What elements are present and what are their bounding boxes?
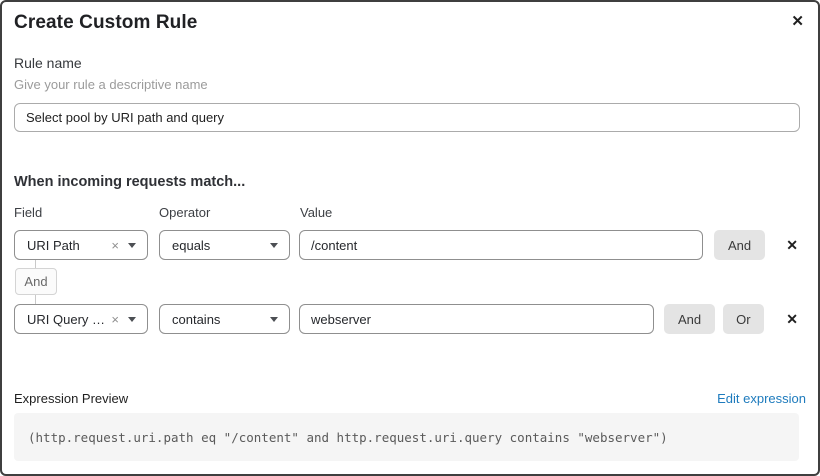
expression-preview-header: Expression Preview Edit expression	[14, 391, 806, 406]
dialog-header: Create Custom Rule ✕	[14, 12, 806, 34]
chevron-down-icon	[270, 242, 278, 248]
add-and-condition-button-2[interactable]: And	[664, 304, 716, 334]
operator-select-2[interactable]: contains	[159, 304, 290, 334]
delete-row-icon-2[interactable]: ✕	[786, 311, 798, 327]
rule-name-helper-text: Give your rule a descriptive name	[14, 77, 208, 92]
field-select-1-value: URI Path	[27, 237, 80, 253]
condition-connector: And	[14, 260, 74, 304]
clear-icon[interactable]: ×	[111, 237, 119, 253]
condition-column-labels: Field Operator Value	[14, 205, 806, 220]
edit-expression-link[interactable]: Edit expression	[717, 391, 806, 406]
rule-name-input[interactable]	[14, 103, 800, 132]
field-select-2[interactable]: URI Query St... ×	[14, 304, 148, 334]
chevron-down-icon	[128, 242, 136, 248]
value-input-1[interactable]	[299, 230, 703, 260]
connector-line-bottom	[35, 295, 36, 304]
page-title: Create Custom Rule	[14, 12, 198, 33]
value-input-2[interactable]	[299, 304, 654, 334]
expression-preview-label: Expression Preview	[14, 391, 129, 406]
delete-row-icon-1[interactable]: ✕	[786, 237, 798, 253]
close-icon[interactable]: ✕	[791, 13, 804, 30]
chevron-down-icon	[128, 316, 136, 322]
expression-text: (http.request.uri.path eq "/content" and…	[28, 429, 668, 445]
and-connector-badge: And	[15, 268, 57, 295]
add-and-condition-button-1[interactable]: And	[714, 230, 766, 260]
operator-select-1[interactable]: equals	[159, 230, 290, 260]
clear-icon[interactable]: ×	[111, 311, 119, 327]
condition-row-2: URI Query St... × contains And Or ✕	[14, 304, 806, 334]
match-section-heading: When incoming requests match...	[14, 174, 246, 190]
connector-line-top	[35, 260, 36, 268]
field-column-label: Field	[14, 205, 43, 220]
field-select-1[interactable]: URI Path ×	[14, 230, 148, 260]
operator-column-label: Operator	[159, 205, 211, 220]
condition-row-1: URI Path × equals And ✕	[14, 230, 806, 260]
field-select-2-value: URI Query St...	[27, 311, 112, 327]
expression-preview-code: (http.request.uri.path eq "/content" and…	[14, 413, 799, 461]
rule-name-label: Rule name	[14, 55, 82, 71]
value-column-label: Value	[300, 205, 333, 220]
chevron-down-icon	[270, 316, 278, 322]
operator-select-2-value: contains	[172, 311, 221, 327]
operator-select-1-value: equals	[172, 237, 211, 253]
add-or-condition-button-2[interactable]: Or	[723, 304, 764, 334]
